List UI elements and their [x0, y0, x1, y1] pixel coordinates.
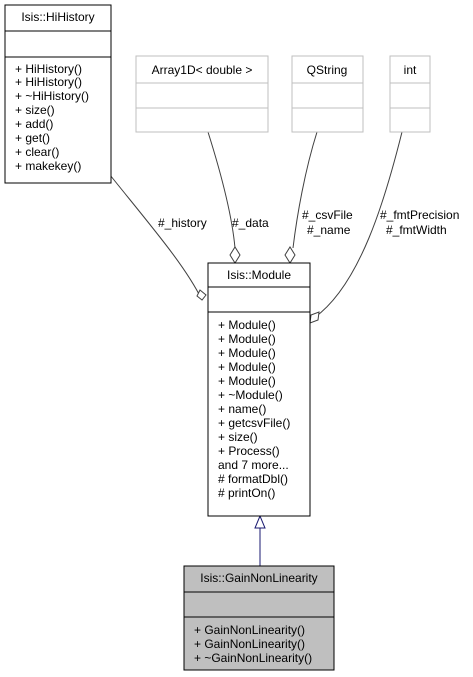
method-module-8: + size(): [218, 430, 258, 444]
method-hihistory-0: + HiHistory(): [15, 62, 82, 76]
method-module-5: + ~Module(): [218, 388, 283, 402]
method-module-9: + Process(): [218, 444, 280, 458]
edge-label-csvfile: #_csvFile: [302, 208, 353, 222]
class-box-module[interactable]: Isis::Module + Module() + Module() + Mod…: [207, 262, 311, 517]
method-gainnonlinearity-0: + GainNonLinearity(): [194, 623, 305, 637]
aggregation-diamond-fmt: [309, 311, 320, 324]
method-module-11: # formatDbl(): [218, 472, 288, 486]
edge-fmt: [313, 131, 403, 319]
method-gainnonlinearity-2: + ~GainNonLinearity(): [194, 651, 312, 665]
method-hihistory-2: + ~HiHistory(): [15, 89, 89, 103]
edge-label-fmtwidth: #_fmtWidth: [386, 223, 447, 237]
class-name-hihistory: Isis::HiHistory: [21, 10, 94, 24]
method-module-6: + name(): [218, 402, 266, 416]
aggregation-diamond-csvfile: [284, 246, 296, 264]
class-name-int: int: [404, 63, 417, 77]
edge-label-history: #_history: [158, 216, 207, 230]
method-module-2: + Module(): [218, 346, 276, 360]
inheritance-arrowhead: [254, 514, 266, 529]
class-box-qstring[interactable]: QString: [291, 55, 364, 133]
method-module-12: # printOn(): [218, 486, 275, 500]
method-hihistory-1: + HiHistory(): [15, 75, 82, 89]
method-hihistory-3: + size(): [15, 103, 55, 117]
method-module-10: and 7 more...: [218, 458, 289, 472]
edge-history: [105, 169, 203, 301]
edge-data: [207, 131, 236, 249]
class-name-module: Isis::Module: [227, 268, 291, 282]
class-box-int[interactable]: int: [389, 55, 431, 133]
method-module-3: + Module(): [218, 360, 276, 374]
method-hihistory-6: + clear(): [15, 145, 59, 159]
edge-csvfile-name: [292, 131, 318, 249]
method-gainnonlinearity-1: + GainNonLinearity(): [194, 637, 305, 651]
method-hihistory-5: + get(): [15, 131, 50, 145]
aggregation-diamond-history: [196, 289, 207, 301]
class-box-array1d[interactable]: Array1D< double >: [135, 55, 269, 133]
method-hihistory-4: + add(): [15, 117, 53, 131]
method-module-0: + Module(): [218, 318, 276, 332]
method-hihistory-7: + makekey(): [15, 159, 81, 173]
method-module-4: + Module(): [218, 374, 276, 388]
class-box-gainnonlinearity[interactable]: Isis::GainNonLinearity + GainNonLinearit…: [183, 565, 335, 671]
method-module-7: + getcsvFile(): [218, 416, 290, 430]
class-name-gainnonlinearity: Isis::GainNonLinearity: [200, 571, 317, 585]
method-module-1: + Module(): [218, 332, 276, 346]
edge-label-name: #_name: [307, 223, 351, 237]
aggregation-diamond-data: [229, 246, 241, 264]
class-name-array1d: Array1D< double >: [152, 63, 253, 77]
edge-label-data: #_data: [232, 216, 269, 230]
class-name-qstring: QString: [307, 63, 348, 77]
edge-label-fmtprecision: #_fmtPrecision: [380, 208, 459, 222]
class-box-hihistory[interactable]: Isis::HiHistory + HiHistory() + HiHistor…: [4, 4, 112, 184]
